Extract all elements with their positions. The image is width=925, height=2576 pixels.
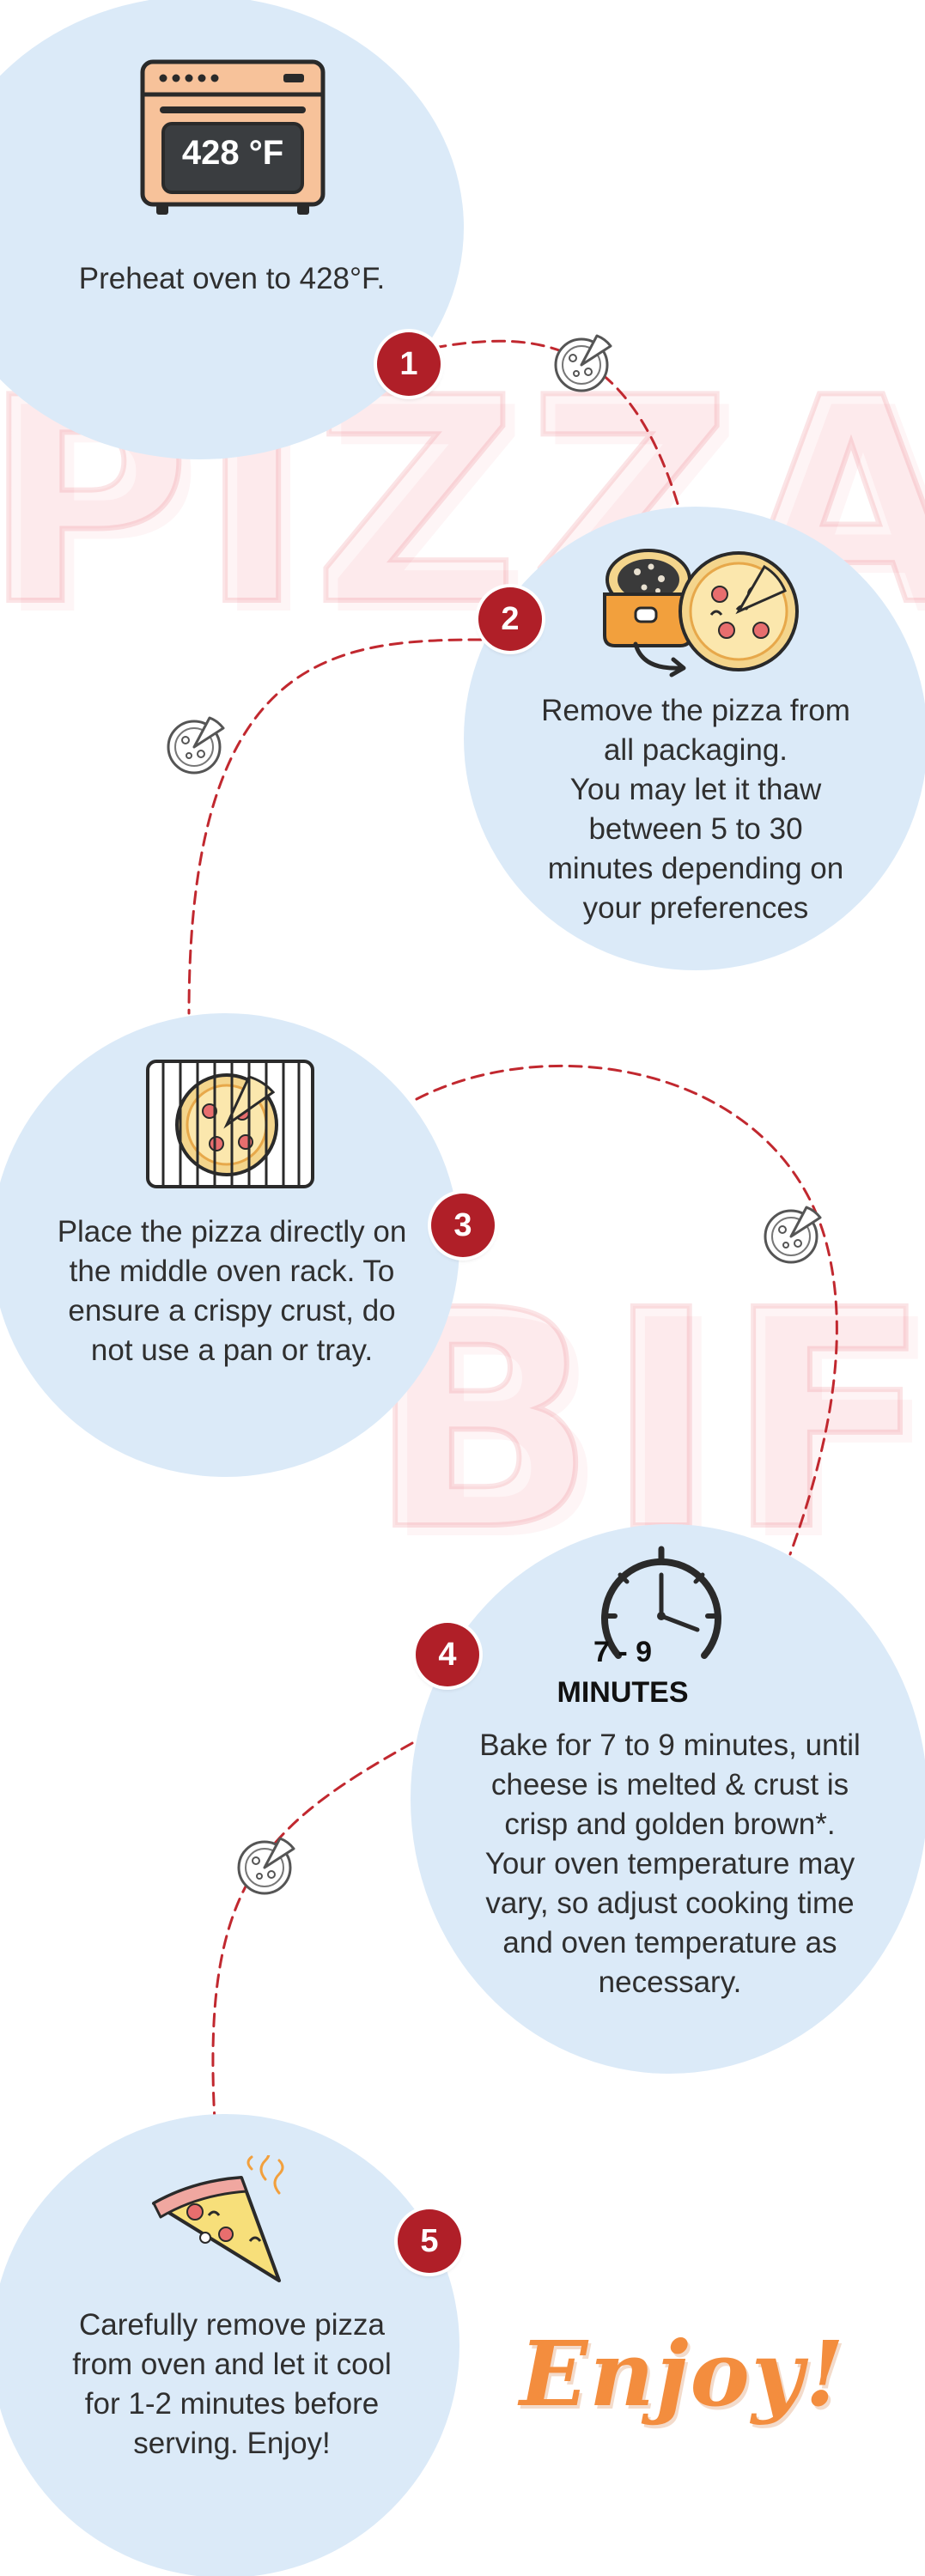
step-4-line: necessary. (598, 1965, 742, 1999)
step-2-line: between 5 to 30 (588, 812, 803, 846)
step-2-badge: 2 (478, 587, 542, 651)
oven-icon (140, 59, 326, 215)
step-5-text: Carefully remove pizza from oven and let… (72, 2308, 392, 2460)
step-2-line: your preferences (582, 891, 809, 925)
step-4-circle (411, 1524, 925, 2074)
step-4-line: Bake for 7 to 9 minutes, until (479, 1728, 861, 1762)
step-4-line: crisp and golden brown*. (504, 1807, 836, 1841)
bake-time-range: 7 - 9 (593, 1636, 653, 1668)
pizza-slice-icon (152, 2155, 284, 2282)
step-2-line: You may let it thaw (569, 773, 822, 806)
step-4-line: cheese is melted & crust is (490, 1768, 849, 1801)
route-segment-4-5 (211, 1741, 414, 2123)
step-1-badge: 1 (377, 332, 441, 396)
step-3-badge: 3 (431, 1194, 495, 1257)
watermark-bifn: BIFN (365, 1246, 925, 1596)
step-4-line: and oven temperature as (502, 1926, 837, 1959)
oven-temperature-display: 428 °F (181, 134, 284, 172)
pizza-box-icon (603, 549, 799, 677)
step-2-line: all packaging. (603, 733, 788, 767)
route-segment-2-3 (187, 638, 483, 1015)
step-4-badge: 4 (416, 1623, 479, 1686)
step-4-line: Your oven temperature may (484, 1847, 855, 1880)
step-4-text: Bake for 7 to 9 minutes, until cheese is… (442, 1726, 898, 2002)
step-2-text: Remove the pizza from all packaging. You… (498, 691, 893, 928)
step-2-line: Remove the pizza from (541, 694, 850, 727)
step-3-text: Place the pizza directly on the middle o… (57, 1215, 407, 1367)
pizza-icon (764, 1206, 822, 1264)
step-2-line: minutes depending on (547, 852, 844, 885)
step-4-line: vary, so adjust cooking time (485, 1886, 855, 1920)
oven-rack-icon (146, 1060, 314, 1188)
pizza-icon (167, 716, 225, 775)
route-segment-3-4 (415, 1064, 838, 1556)
clock-icon (601, 1546, 721, 1659)
step-5-badge: 5 (398, 2209, 461, 2273)
pizza-icon (237, 1837, 295, 1895)
pizza-icon (554, 334, 612, 392)
step-1-text: Preheat oven to 428°F. (78, 262, 386, 295)
enjoy-title: Enjoy! (520, 2321, 846, 2427)
bake-time-unit: MINUTES (557, 1676, 689, 1709)
